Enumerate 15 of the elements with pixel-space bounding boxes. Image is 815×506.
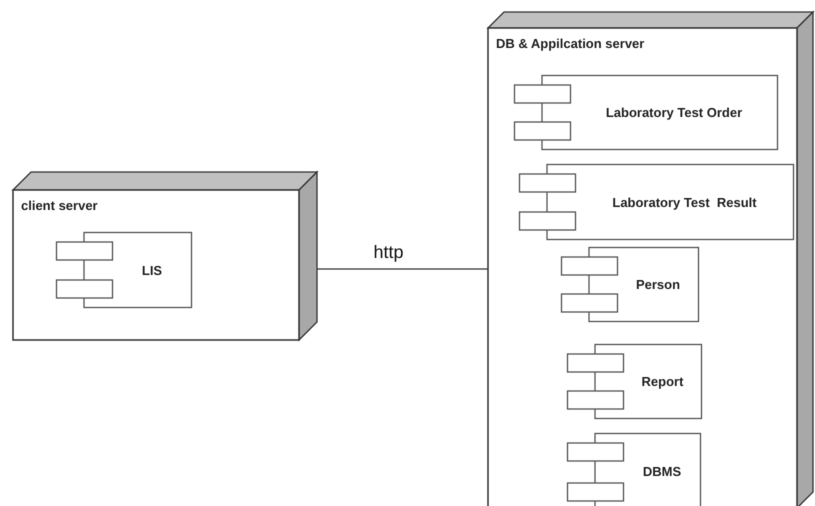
component-label: Laboratory Test Order (604, 104, 744, 122)
component-label: Person (634, 276, 682, 294)
node-title: DB & Appilcation server (496, 36, 644, 51)
component-label: LIS (140, 262, 164, 280)
component-box (56, 232, 192, 308)
edge-label: http (372, 242, 406, 263)
component-label: DBMS (642, 462, 682, 480)
node-title: client server (21, 198, 98, 213)
component-box (567, 344, 702, 419)
component-label: Laboratory Test Result (611, 194, 758, 212)
component-label: Report (640, 373, 684, 391)
component-box (514, 75, 778, 150)
component-box (567, 433, 701, 506)
component-box (519, 164, 794, 240)
component-box (561, 247, 699, 322)
